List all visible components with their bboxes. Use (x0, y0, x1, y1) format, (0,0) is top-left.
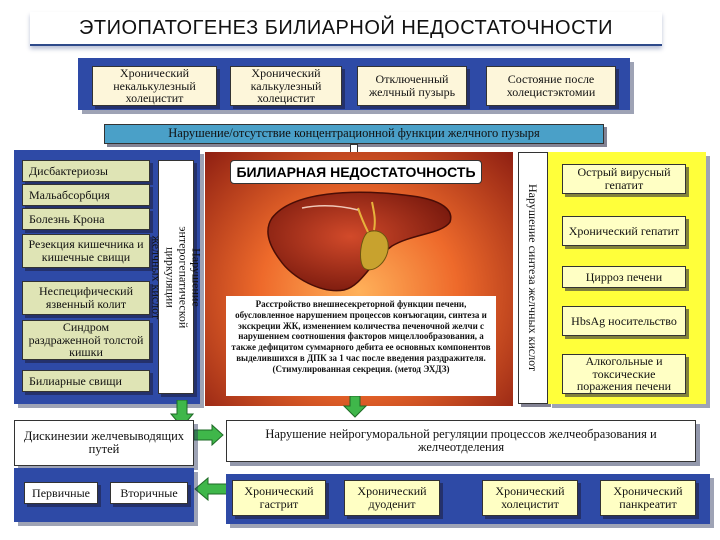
cause-irritable-bowel: Синдром раздраженной толстой кишки (22, 320, 150, 360)
cause-ulcerative-colitis: Неспецифический язвенный колит (22, 281, 150, 315)
dyskinesia-label: Дискинезии желчевыводящих путей (18, 424, 190, 462)
biliary-insufficiency-definition: Расстройство внешнесекреторной функции п… (226, 296, 496, 396)
cause-intestinal-resection: Резекция кишечника и кишечные свищи (22, 234, 150, 268)
biliary-insufficiency-title: БИЛИАРНАЯ НЕДОСТАТОЧНОСТЬ (230, 160, 482, 184)
dyskinesia-primary: Первичные (24, 482, 98, 504)
cause-chronic-gastritis: Хронический гастрит (232, 480, 326, 516)
dyskinesia-secondary: Вторичные (110, 482, 188, 504)
enterohepatic-circulation-text: Нарушение энтерогепатической циркуляции … (149, 226, 204, 328)
cause-malabsorption: Мальабсорбция (22, 184, 150, 206)
arrow-center-down-icon (343, 396, 367, 418)
cause-chronic-hepatitis: Хронический гепатит (562, 216, 686, 246)
enterohepatic-circulation-label: Нарушение энтерогепатической циркуляции … (150, 160, 203, 394)
cause-chronic-acalculous-cholecystitis: Хронический некалькулезный холецистит (92, 66, 217, 106)
cause-chronic-duodenitis: Хронический дуоденит (344, 480, 440, 516)
cause-post-cholecystectomy: Состояние после холецистэктомии (486, 66, 616, 106)
cause-chronic-cholecystitis: Хронический холецистит (482, 480, 578, 516)
arrow-bottom-left-icon (194, 476, 228, 502)
cause-acute-viral-hepatitis: Острый вирусный гепатит (562, 164, 686, 194)
liver-illustration (267, 191, 452, 292)
diagram-title: ЭТИОПАТОГЕНЕЗ БИЛИАРНОЙ НЕДОСТАТОЧНОСТИ (30, 12, 662, 46)
cause-crohn-disease: Болезнь Крона (22, 208, 150, 230)
cause-chronic-pancreatitis: Хронический панкреатит (600, 480, 696, 516)
bile-acid-synthesis-label: Нарушение синтеза желчных кислот (518, 152, 548, 404)
cause-chronic-calculous-cholecystitis: Хронический калькулезный холецистит (230, 66, 342, 106)
cause-disabled-gallbladder: Отключенный желчный пузырь (357, 66, 467, 106)
cause-dysbacteriosis: Дисбактериозы (22, 160, 150, 182)
cause-alcoholic-toxic-liver-damage: Алкогольные и токсические поражения пече… (562, 354, 686, 394)
arrow-right-icon (194, 424, 224, 446)
cause-hbsag-carriage: HbsAg носительство (562, 306, 686, 336)
concentration-dysfunction-bar: Нарушение/отсутствие концентрационной фу… (104, 124, 604, 144)
neurohumoral-regulation-bar: Нарушение нейрогуморальной регуляции про… (226, 420, 696, 462)
bile-acid-synthesis-text: Нарушение синтеза желчных кислот (526, 184, 541, 372)
cause-biliary-fistulas: Билиарные свищи (22, 370, 150, 392)
cause-liver-cirrhosis: Цирроз печени (562, 266, 686, 288)
